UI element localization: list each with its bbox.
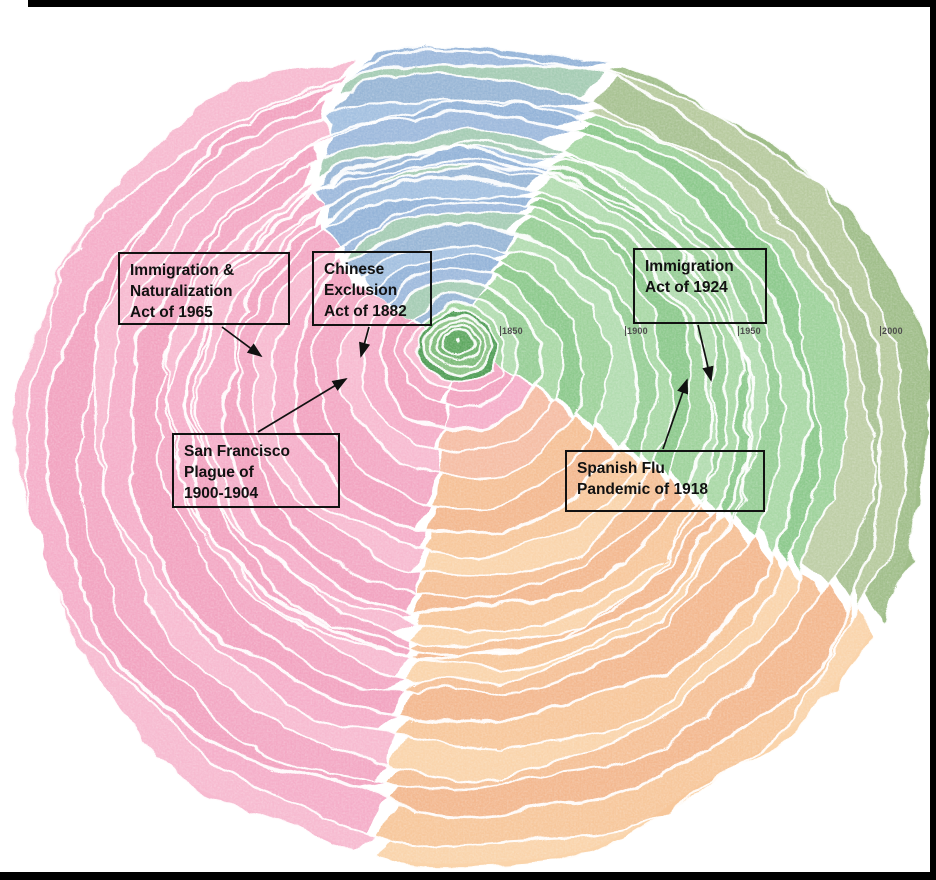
tick-label: 1850 xyxy=(502,326,523,336)
frame-border-right xyxy=(930,0,936,880)
tick-mark xyxy=(625,326,626,336)
callout-immigration-1924: Immigration Act of 1924 xyxy=(633,248,767,324)
frame-border-top xyxy=(28,0,936,7)
tick-mark xyxy=(500,326,501,336)
callout-immigration-1965: Immigration & Naturalization Act of 1965 xyxy=(118,252,290,325)
tick-mark xyxy=(738,326,739,336)
tick-label: 1900 xyxy=(627,326,648,336)
tick-mark xyxy=(880,326,881,336)
arrow-chinese-exclusion xyxy=(359,326,371,358)
year-tick-1950: 1950 xyxy=(738,326,761,336)
callout-arrows xyxy=(221,324,714,450)
year-tick-2000: 2000 xyxy=(880,326,903,336)
year-tick-1900: 1900 xyxy=(625,326,648,336)
callout-spanish-flu-1918: Spanish Flu Pandemic of 1918 xyxy=(565,450,765,512)
callout-sf-plague-1900: San Francisco Plague of 1900-1904 xyxy=(172,433,340,508)
arrow-immigration-1924 xyxy=(697,324,714,382)
arrow-immigration-1965 xyxy=(221,326,263,358)
year-tick-1850: 1850 xyxy=(500,326,523,336)
frame-border-bottom xyxy=(0,872,936,880)
arrow-spanish-flu xyxy=(662,378,689,450)
tick-label: 1950 xyxy=(740,326,761,336)
callout-chinese-exclusion-1882: Chinese Exclusion Act of 1882 xyxy=(312,251,432,326)
arrow-sf-plague xyxy=(257,378,348,433)
tick-label: 2000 xyxy=(882,326,903,336)
